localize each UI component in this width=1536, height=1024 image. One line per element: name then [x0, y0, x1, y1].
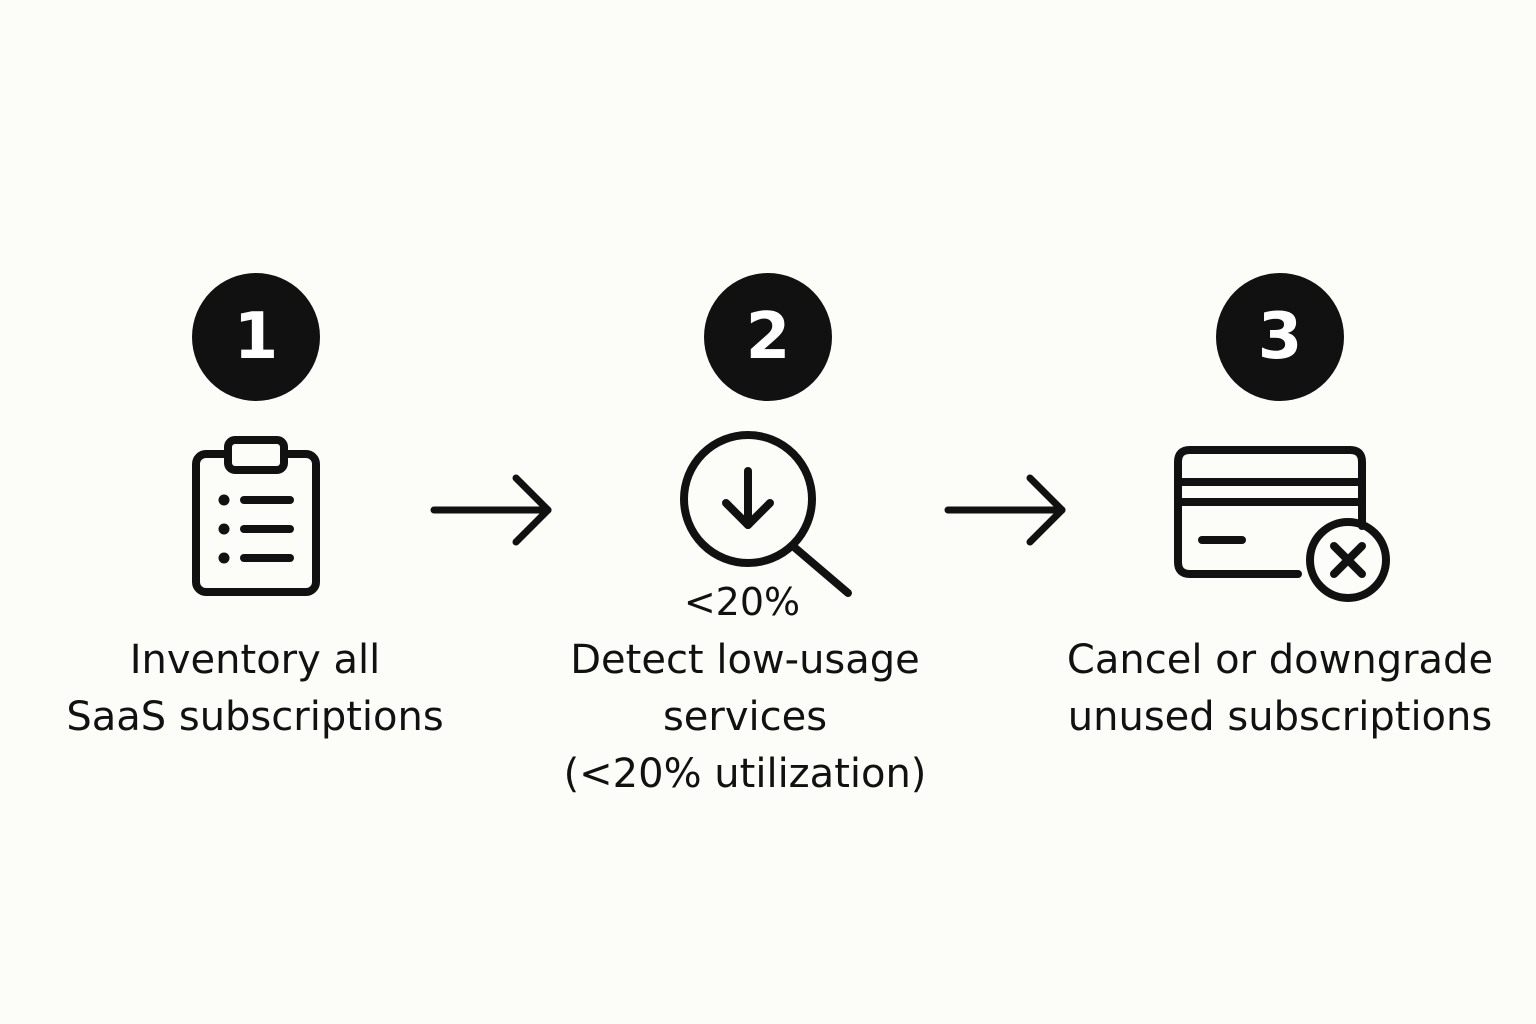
step-2-label: Detect low-usage services (<20% utilizat…: [520, 632, 970, 803]
step-3-label-line-2: unused subscriptions: [1067, 694, 1493, 740]
step-3-label-line-1: Cancel or downgrade: [1066, 637, 1494, 683]
arrow-right-icon: [430, 474, 552, 546]
step-3-label: Cancel or downgrade unused subscriptions: [1040, 632, 1520, 746]
step-1-badge: 1: [192, 273, 320, 401]
clipboard-list-icon: [192, 436, 320, 596]
step-2-number: 2: [745, 300, 791, 374]
credit-card-cancel-icon: [1174, 446, 1390, 602]
step-1-label: Inventory all SaaS subscriptions: [40, 632, 470, 746]
step-2-label-line-2: services: [662, 694, 828, 740]
step-2-badge: 2: [704, 273, 832, 401]
step-3-badge: 3: [1216, 273, 1344, 401]
magnifier-down-arrow-icon: [680, 431, 852, 597]
step-3-number: 3: [1257, 300, 1303, 374]
step-1-label-line-2: SaaS subscriptions: [66, 694, 444, 740]
step-2-label-line-3: (<20% utilization): [563, 751, 927, 797]
arrow-right-icon: [944, 474, 1066, 546]
step-2-label-line-1: Detect low-usage: [570, 637, 920, 683]
step-1-number: 1: [233, 300, 279, 374]
usage-threshold-caption: <20%: [683, 580, 801, 624]
step-1-label-line-1: Inventory all: [129, 637, 381, 683]
